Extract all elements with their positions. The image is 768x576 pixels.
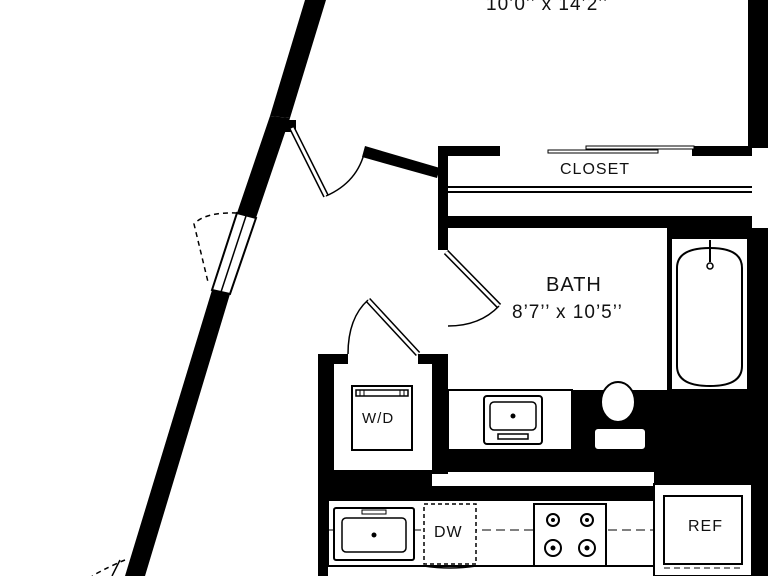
diagonal-exterior-wall xyxy=(91,0,326,576)
door-swing-icon xyxy=(325,149,366,197)
bathtub-icon xyxy=(670,237,749,391)
kitchen xyxy=(318,472,768,576)
dishwasher-label: DW xyxy=(434,524,463,541)
window-swing-arc xyxy=(193,212,238,283)
door-swing-icon xyxy=(447,305,500,327)
refrigerator-label: REF xyxy=(688,518,723,535)
sink-icon xyxy=(333,507,415,561)
stove xyxy=(533,503,607,567)
window-icon xyxy=(210,211,258,296)
laundry-closet xyxy=(318,297,432,486)
lower-window-swing xyxy=(91,559,126,576)
top-room-dimensions: 10’0’’ x 14’2’’ xyxy=(486,0,609,15)
closet-label: CLOSET xyxy=(560,161,631,178)
stove-burner-icon xyxy=(544,513,596,557)
toilet-icon xyxy=(593,381,647,451)
refrigerator xyxy=(653,483,753,576)
entry-door xyxy=(278,120,440,198)
closet xyxy=(438,145,752,250)
bath-label: BATH xyxy=(546,274,602,296)
bedroom-right-wall xyxy=(748,0,768,148)
bath-dimensions: 8’7’’ x 10’5’’ xyxy=(512,302,623,323)
dishwasher xyxy=(423,503,477,565)
door-swing-icon xyxy=(347,299,369,355)
sink-icon xyxy=(483,395,543,445)
bath-door xyxy=(443,249,502,327)
bath-walls xyxy=(432,228,768,474)
washer-dryer-label: W/D xyxy=(362,410,395,427)
